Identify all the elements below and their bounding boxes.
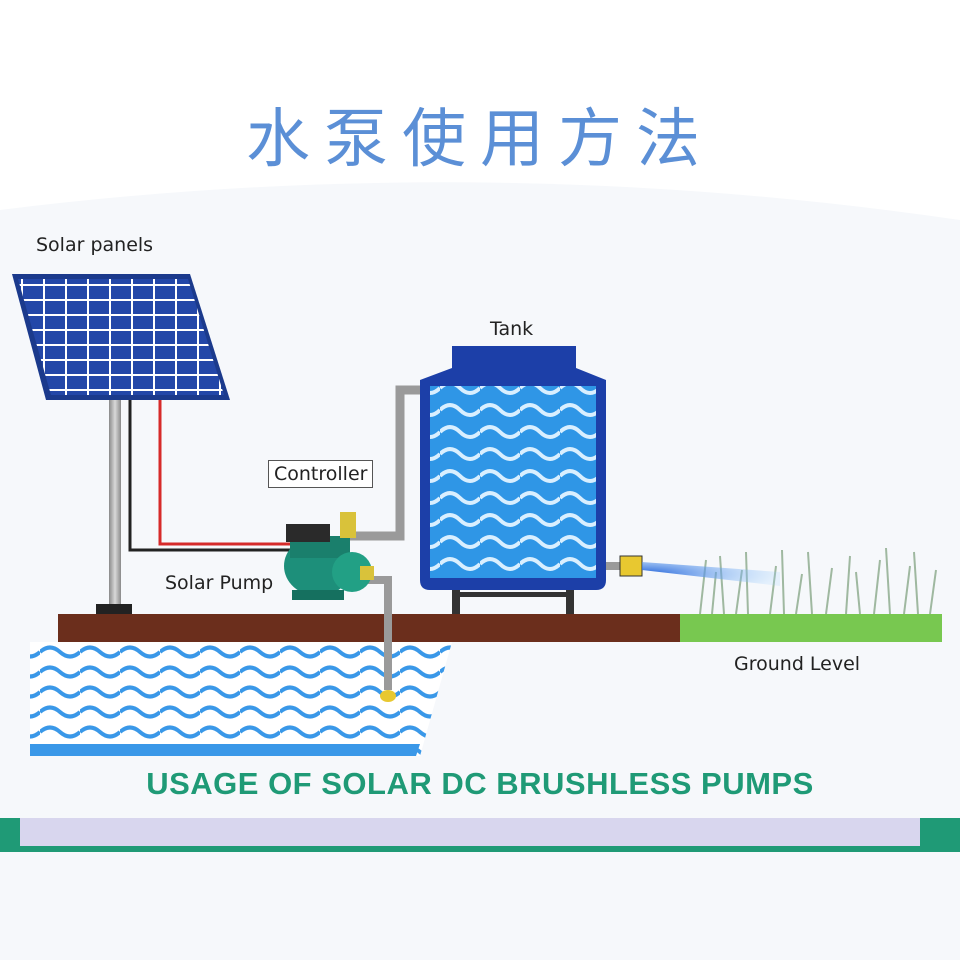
controller-unit [286,524,330,542]
grass-strip [680,614,942,642]
tank-outlet-valve [619,555,643,577]
water-tank [420,346,606,614]
panel-pole [109,400,121,610]
tank-label: Tank [490,318,534,340]
solar-pump-label: Solar Pump [165,572,274,594]
suction-pipe [368,576,392,690]
bottom-card [20,818,920,846]
water-source-base [30,744,420,756]
ground-strip [58,614,698,642]
black-wire [128,400,290,552]
grass [699,547,937,615]
solar-panel [12,274,230,400]
outlet-valve [340,512,356,538]
controller-label: Controller [268,460,374,488]
ground-level-label: Ground Level [734,653,861,675]
banner-caption: USAGE OF SOLAR DC BRUSHLESS PUMPS [146,766,814,801]
tank-outlet-pipe [606,562,622,570]
red-wire [158,400,290,546]
delivery-pipe [350,385,428,541]
solar-panels-label: Solar panels [36,234,154,256]
water-source [30,642,452,756]
pole-base [96,604,132,616]
foot-valve [380,690,396,702]
water-spray [642,562,780,586]
page-title: 水泵使用方法 [246,103,714,177]
solar-pump [284,512,374,600]
